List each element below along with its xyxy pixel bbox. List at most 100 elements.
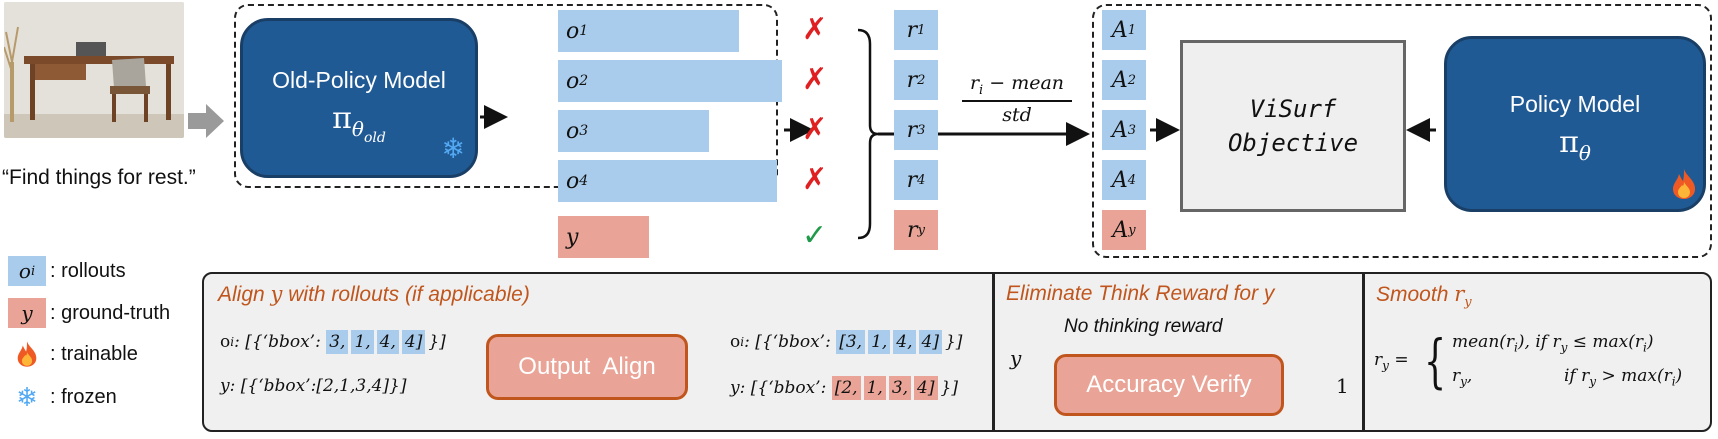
policy-model-box: Policy Model πθ <box>1444 36 1706 212</box>
legend-ground-truth-label: : ground-truth <box>50 301 171 324</box>
think-panel-title: Eliminate Think Reward for y <box>1006 282 1275 305</box>
policy-symbol: πθ <box>1559 125 1591 165</box>
legend-ground-truth-swatch: y <box>8 298 46 328</box>
query-text: “Find things for rest.” <box>2 166 196 189</box>
legend-frozen-label: : frozen <box>50 386 117 408</box>
check-icon: ✓ <box>802 219 828 252</box>
objective-line2: Objective <box>1227 129 1359 157</box>
oi-left-values: 3,1,4,4] <box>326 330 428 354</box>
cross-icon: ✗ <box>802 63 828 96</box>
no-think-label: No thinking reward <box>1064 316 1223 337</box>
fire-icon <box>1671 168 1697 205</box>
bbox-value-chip: [3, <box>836 330 866 354</box>
bbox-value-chip: 1, <box>351 330 374 354</box>
accuracy-verify-button: Accuracy Verify <box>1054 354 1284 416</box>
cross-icon: ✗ <box>802 13 828 46</box>
objective-line1: ViSurf <box>1249 95 1337 123</box>
rollout-subscript: 2 <box>579 73 589 89</box>
bbox-value-chip: 1, <box>868 330 891 354</box>
rollout-label: o <box>566 68 580 94</box>
legend-frozen: ❄ : frozen <box>8 382 117 413</box>
panel-divider-1 <box>992 272 995 432</box>
normalize-numerator: ri − mean <box>962 72 1072 102</box>
smooth-lhs: ry = <box>1374 350 1409 373</box>
normalize-denominator: std <box>1002 103 1032 126</box>
rollout-subscript: 3 <box>579 123 589 139</box>
desk-chair-illustration <box>4 2 184 138</box>
panel-divider-2 <box>1362 272 1365 432</box>
bbox-value-chip: 4] <box>401 330 426 354</box>
output-align-button: Output Align <box>486 334 688 400</box>
cross-icon: ✗ <box>802 163 828 196</box>
legend-rollouts-label: : rollouts <box>50 259 126 282</box>
bbox-value-chip: 4, <box>893 330 916 354</box>
smooth-panel-title: Smooth ry <box>1376 282 1472 311</box>
policy-title: Policy Model <box>1509 91 1641 117</box>
bottom-panels <box>202 272 1712 432</box>
rollout-label: o <box>566 168 580 194</box>
bbox-value-chip: 4, <box>376 330 399 354</box>
smooth-case-2: ry, if ry > max(ri) <box>1452 366 1683 389</box>
old-policy-model-box: Old-Policy Model πθold ❄ <box>240 18 478 178</box>
visurf-objective-box: ViSurf Objective <box>1180 40 1406 212</box>
bbox-value-chip: 3, <box>888 376 912 400</box>
y-right-values: [2,1,3,4] <box>831 376 941 400</box>
bbox-value-chip: 1, <box>863 376 886 400</box>
align-y-before: y: [{‘bbox’:[2,1,3,4]}] <box>220 376 407 396</box>
rollout-label: o <box>566 18 580 44</box>
cross-icon: ✗ <box>802 113 828 146</box>
think-y-var: y <box>1010 346 1022 370</box>
fire-icon <box>8 340 46 368</box>
policy-group-frame <box>1092 4 1712 258</box>
snowflake-icon: ❄ <box>16 382 38 412</box>
oi-right-values: [3,1,4,4] <box>836 330 945 354</box>
rollout-subscript: 1 <box>579 23 589 39</box>
input-image <box>4 2 184 138</box>
align-panel-title: Align y with rollouts (if applicable) <box>218 282 530 306</box>
old-policy-symbol: πθold <box>243 101 475 146</box>
rollout-subscript: 4 <box>579 173 589 189</box>
bbox-value-chip: 3, <box>326 330 349 354</box>
ground-truth-bar: y <box>558 216 649 258</box>
rollout-label: y <box>566 224 579 250</box>
legend-ground-truth: y : ground-truth <box>8 298 170 328</box>
align-y-after: y: [{‘bbox’: [2,1,3,4] }] <box>730 376 958 400</box>
bbox-value-chip: 4] <box>918 330 942 354</box>
smooth-case-1: mean(ri), if ry ≤ max(ri) <box>1452 332 1654 355</box>
snowflake-icon: ❄ <box>441 133 465 164</box>
bbox-value-chip: 4] <box>914 376 938 400</box>
bbox-value-chip: [2, <box>831 376 861 400</box>
pi-symbol: π <box>332 101 352 136</box>
rollout-row: y✓ <box>558 216 840 258</box>
input-arrow <box>188 104 224 143</box>
old-sub: old <box>363 130 386 146</box>
old-policy-title: Old-Policy Model <box>272 67 446 93</box>
smooth-brace: { <box>1424 327 1447 395</box>
legend-trainable: : trainable <box>8 340 138 368</box>
normalize-formula: ri − mean std <box>962 72 1072 126</box>
